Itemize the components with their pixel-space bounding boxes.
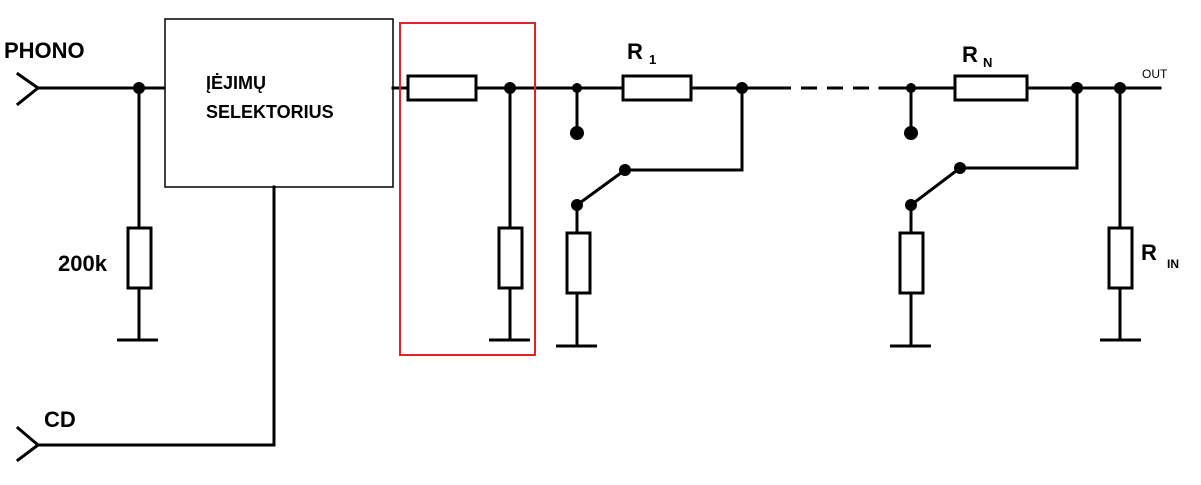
switch-blade: [908, 165, 963, 208]
input-selector-box: [164, 18, 394, 188]
resistor-200k: [126, 226, 153, 290]
stagen-shunt-resistor: [898, 231, 925, 295]
cd-connector-icon: [15, 425, 41, 463]
resistor-rn: [953, 74, 1029, 102]
rn-subscript: N: [983, 55, 992, 70]
resistor-r1: [621, 74, 693, 102]
rin-label: R: [1141, 240, 1157, 265]
resistor-200k-label: 200k: [58, 251, 108, 276]
phono-label: PHONO: [4, 38, 85, 63]
rin-subscript: IN: [1167, 257, 1179, 271]
r1-label: R: [627, 39, 643, 64]
cd-label: CD: [44, 407, 76, 432]
highlight-box: [399, 22, 536, 356]
switch-blade: [574, 167, 628, 208]
selector-label-line2: SELEKTORIUS: [206, 102, 334, 122]
r1-subscript: 1: [649, 52, 656, 67]
series-resistor: [406, 74, 478, 102]
shunt-resistor: [497, 226, 524, 290]
phono-connector-icon: [15, 71, 41, 107]
out-label: OUT: [1142, 67, 1168, 81]
switch-contact-dot: [904, 126, 918, 140]
switch-common-wire: [958, 86, 1079, 170]
rn-label: R: [962, 42, 978, 67]
selector-label-line1: ĮĖJIMŲ: [206, 73, 266, 93]
switch-contact-dot: [570, 126, 584, 140]
resistor-rin: [1107, 226, 1134, 290]
stage1-shunt-resistor: [565, 231, 592, 295]
switch-common-wire: [623, 86, 744, 172]
